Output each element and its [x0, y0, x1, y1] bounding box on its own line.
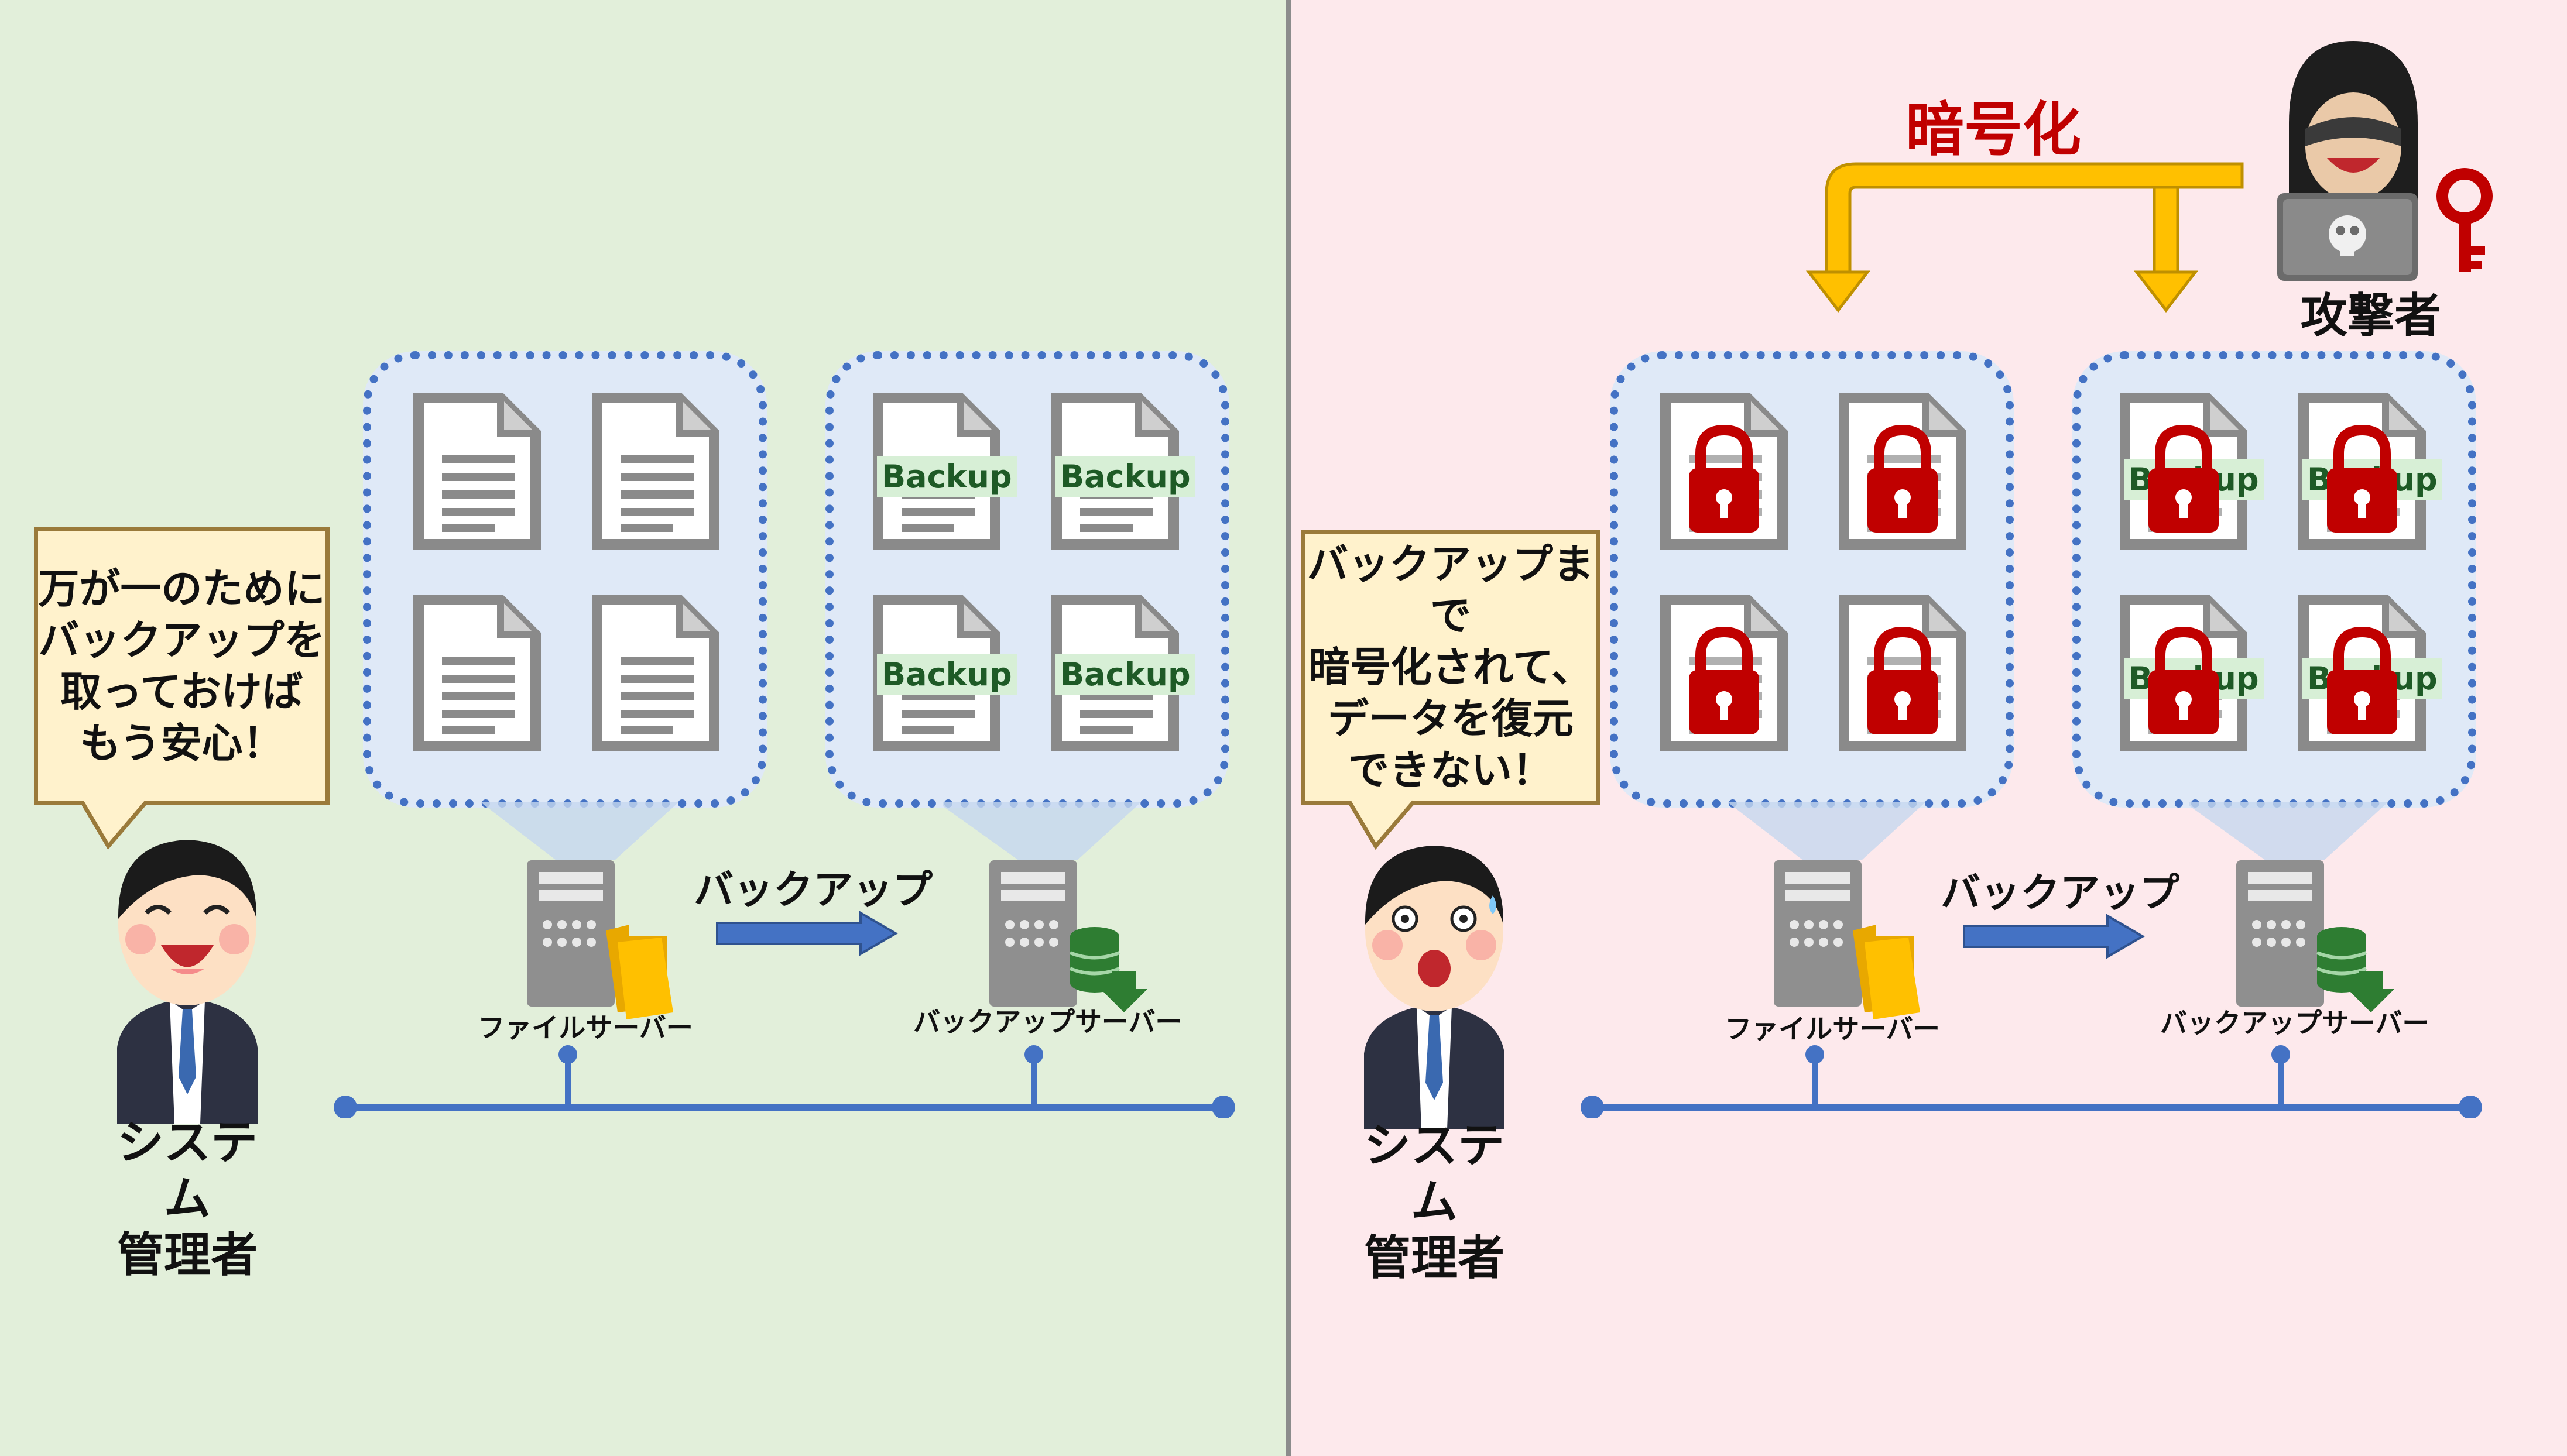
locked-document-icon	[1839, 393, 1966, 550]
speech-bubble-tail	[1349, 799, 1416, 850]
backup-server-label: バックアップサーバー	[2160, 1007, 2429, 1039]
backup-flow-label: バックアップ	[694, 867, 933, 914]
backup-arrow-icon	[716, 911, 898, 956]
document-icon	[413, 393, 541, 550]
backup-server-icon	[2189, 802, 2394, 1012]
file-server-label: ファイルサーバー	[478, 1012, 693, 1043]
hooded-attacker-icon	[2277, 41, 2493, 281]
speech-bubble: バックアップまで 暗号化されて、 データを復元 できない！	[1301, 530, 1600, 805]
panel-divider	[1286, 0, 1291, 1456]
lock-icon	[2148, 424, 2219, 533]
network-line	[1581, 1045, 2482, 1118]
speech-bubble-tail	[82, 799, 148, 850]
attacker-label: 攻撃者	[2301, 289, 2441, 343]
document-icon	[592, 595, 719, 751]
backup-server-icon	[943, 802, 1147, 1012]
document-icon	[413, 595, 541, 751]
businessman-icon	[1364, 846, 1504, 1129]
lock-icon	[2327, 424, 2397, 533]
file-server-icon	[480, 802, 679, 1019]
locked-document-icon	[1660, 393, 1788, 550]
backup-server-label: バックアップサーバー	[913, 1006, 1183, 1038]
scene-right: バックアップまで 暗号化されて、 データを復元 できない！ システム 管理者 暗…	[1247, 0, 2523, 1456]
network-line	[334, 1045, 1235, 1118]
file-server-label: ファイルサーバー	[1725, 1013, 1940, 1045]
file-server-icon	[1727, 802, 1926, 1019]
encrypt-arrow-icon	[1805, 162, 2244, 313]
admin-label: システム 管理者	[117, 1115, 258, 1282]
backup-flow-label: バックアップ	[1941, 870, 2180, 916]
lock-icon	[2327, 626, 2397, 734]
backup-doc-label: Backup	[1055, 456, 1195, 497]
locked-document-icon	[1839, 595, 1966, 751]
lock-icon	[2148, 626, 2219, 734]
locked-document-icon	[1660, 595, 1788, 751]
speech-bubble: 万が一のために バックアップを 取っておけば もう安心！	[34, 527, 330, 805]
document-icon	[592, 393, 719, 550]
backup-arrow-icon	[1963, 914, 2145, 959]
admin-label: システム 管理者	[1364, 1118, 1504, 1285]
backup-doc-label: Backup	[1055, 654, 1195, 695]
encrypt-label: 暗号化	[1905, 95, 2081, 164]
businessman-icon	[117, 840, 258, 1124]
backup-doc-label: Backup	[877, 654, 1017, 695]
backup-doc-label: Backup	[877, 456, 1017, 497]
scene-left: 万が一のために バックアップを 取っておけば もう安心！ システム 管理者	[0, 0, 1276, 1456]
